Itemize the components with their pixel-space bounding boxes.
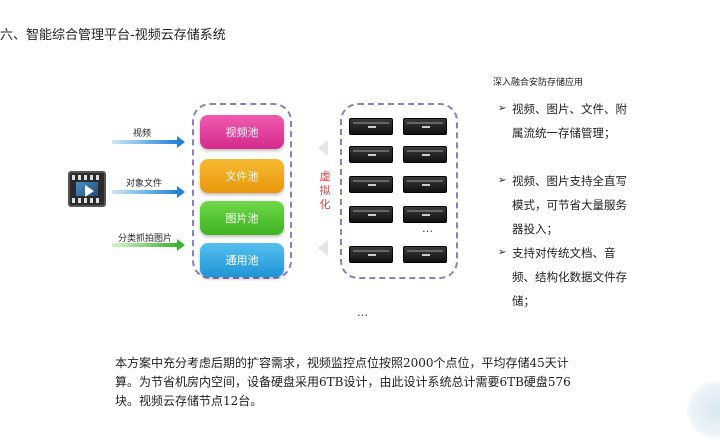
virtualization-label: 虚 拟 化 xyxy=(319,170,331,211)
ghost-arrow-icon xyxy=(318,140,328,156)
bullet-text: 支持对传统文档、音频、结构化数据文件存储； xyxy=(512,246,627,308)
arrow-right-icon xyxy=(112,136,185,148)
side-title: 深入融合安防存储应用 xyxy=(493,78,584,88)
decorative-blob xyxy=(686,380,720,440)
bullet-item: ➢ 视频、图片、文件、附属流统一存储管理； xyxy=(498,97,638,145)
server-icon xyxy=(403,146,447,163)
server-cluster-box xyxy=(340,103,458,279)
input-label-snapshot: 分类抓拍图片 xyxy=(118,234,173,244)
server-icon xyxy=(349,146,393,163)
summary-paragraph: 本方案中充分考虑后期的扩容需求，视频监控点位按照2000个点位，平均存储45天计… xyxy=(115,356,571,408)
input-label-object-file: 对象文件 xyxy=(126,179,163,189)
bullet-text: 视频、图片、文件、附属流统一存储管理； xyxy=(512,102,627,140)
arrow-bullet-icon: ➢ xyxy=(498,247,507,258)
bullet-text: 视频、图片支持全直写模式，可节省大量服务器投入； xyxy=(512,174,627,236)
input-label-video: 视频 xyxy=(133,129,152,139)
server-icon xyxy=(349,206,393,223)
server-icon xyxy=(403,176,447,193)
pool-video: 视频池 xyxy=(200,115,284,149)
ellipsis-outer: … xyxy=(357,306,368,319)
server-icon xyxy=(349,118,393,135)
ellipsis-inner: … xyxy=(422,222,433,235)
bullet-item: ➢ 支持对传统文档、音频、结构化数据文件存储； xyxy=(498,241,638,313)
arrow-right-icon xyxy=(112,239,185,251)
bullet-item: ➢ 视频、图片支持全直写模式，可节省大量服务器投入； xyxy=(498,169,638,241)
page-title: 六、智能综合管理平台-视频云存储系统 xyxy=(0,28,226,43)
arrow-right-icon xyxy=(112,186,185,198)
server-icon xyxy=(403,206,447,223)
pool-general: 通用池 xyxy=(200,243,284,277)
arrow-bullet-icon: ➢ xyxy=(498,175,507,186)
server-icon xyxy=(403,118,447,135)
pool-image: 图片池 xyxy=(200,201,284,235)
arrow-bullet-icon: ➢ xyxy=(498,103,507,114)
server-icon xyxy=(403,246,447,263)
server-icon xyxy=(349,176,393,193)
ghost-arrow-icon xyxy=(318,240,328,256)
storage-pools-box xyxy=(192,103,292,279)
server-icon xyxy=(349,246,393,263)
video-film-icon xyxy=(68,171,106,207)
pool-file: 文件池 xyxy=(200,159,284,193)
